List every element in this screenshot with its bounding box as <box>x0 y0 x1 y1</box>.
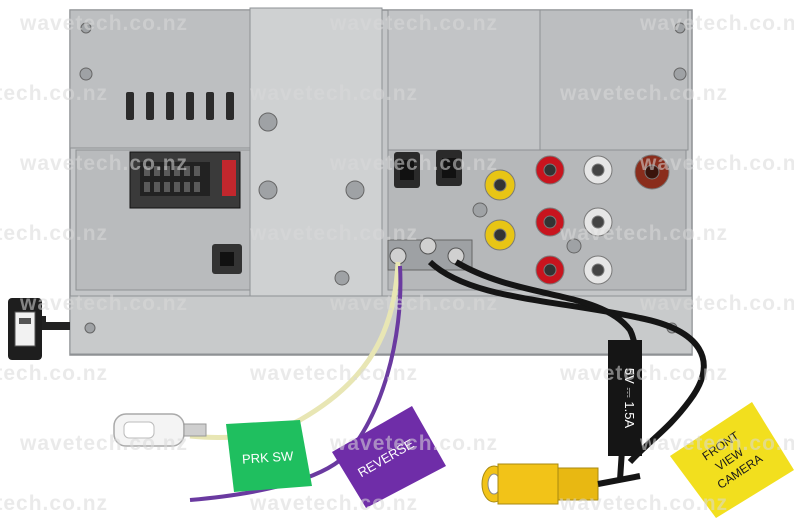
rca-jack-icon <box>484 154 670 285</box>
watermark-layer: wavetech.co.nz wavetech.co.nz wavetech.co.… <box>0 12 794 515</box>
watermark-text: wavetech.co.nz <box>559 222 728 245</box>
watermark-text: wavetech.co.nz <box>639 432 794 455</box>
prk-sw-label: PRK SW <box>242 448 295 467</box>
watermark-text: wavetech.co.nz <box>0 222 108 245</box>
watermark-text: wavetech.co.nz <box>19 12 188 35</box>
watermark-text: wavetech.co.nz <box>639 12 794 35</box>
top-left-block <box>69 9 251 149</box>
watermark-text: wavetech.co.nz <box>329 152 498 175</box>
watermark-text: wavetech.co.nz <box>19 432 188 455</box>
power-spec-tag: 5V ⎓ 1.5A <box>608 340 642 456</box>
watermark-text: wavetech.co.nz <box>559 362 728 385</box>
bullet-connector-icon <box>113 413 207 447</box>
power-spec-label: 5V ⎓ 1.5A <box>622 368 637 429</box>
watermark-text: wavetech.co.nz <box>0 492 108 515</box>
usb-connector-icon <box>8 298 70 360</box>
watermark-text: wavetech.co.nz <box>559 492 728 515</box>
top-right-subblock <box>539 9 689 151</box>
screw-icon <box>79 22 687 334</box>
watermark-text: wavetech.co.nz <box>0 82 108 105</box>
rca-camera-plug <box>481 463 641 505</box>
camera-cable <box>427 259 707 465</box>
front-view-camera-tag: FRONT VIEW CAMERA <box>670 402 794 518</box>
mini-jacks <box>394 150 462 188</box>
watermark-text: wavetech.co.nz <box>329 12 498 35</box>
watermark-text: wavetech.co.nz <box>249 492 418 515</box>
vent-slots <box>126 92 234 120</box>
watermark-text: wavetech.co.nz <box>639 292 794 315</box>
watermark-text: wavetech.co.nz <box>329 432 498 455</box>
watermark-text: wavetech.co.nz <box>329 292 498 315</box>
prk-sw-tag: PRK SW <box>226 420 312 492</box>
watermark-text: wavetech.co.nz <box>249 222 418 245</box>
watermark-text: wavetech.co.nz <box>19 152 188 175</box>
watermark-text: wavetech.co.nz <box>19 292 188 315</box>
watermark-text: wavetech.co.nz <box>249 362 418 385</box>
harness-connector <box>129 151 241 209</box>
watermark-text: wavetech.co.nz <box>559 82 728 105</box>
watermark-text: wavetech.co.nz <box>0 362 108 385</box>
reverse-tag: REVERSE <box>332 406 446 508</box>
antenna-jack <box>212 244 242 274</box>
watermark-text: wavetech.co.nz <box>249 82 418 105</box>
watermark-text: wavetech.co.nz <box>639 152 794 175</box>
